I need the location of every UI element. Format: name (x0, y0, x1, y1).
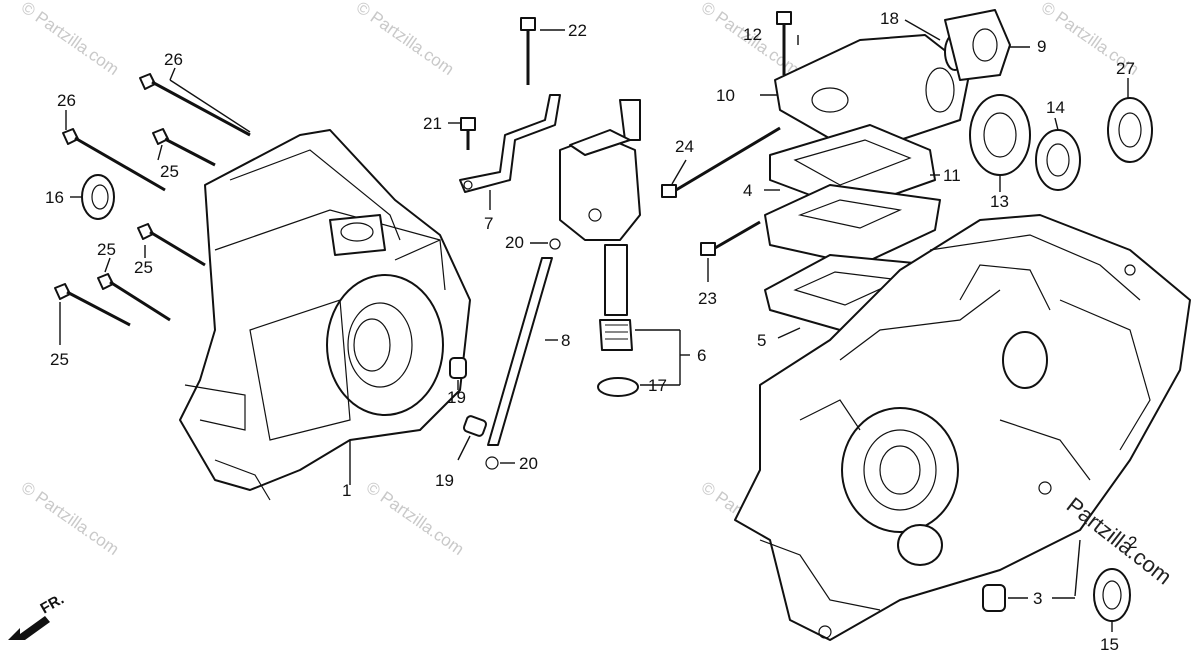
callouts: 1 2 3 4 5 6 7 8 9 10 11 12 13 14 15 16 1… (45, 9, 1137, 654)
leader-lines (59, 19, 1129, 632)
callout-8: 8 (561, 331, 570, 350)
callout-9: 9 (1037, 37, 1046, 56)
oil-seal-16 (81, 174, 115, 220)
seal-18-cap-9 (944, 9, 1011, 81)
bolts-12-23 (700, 11, 792, 256)
callout-2: 2 (1128, 533, 1137, 552)
callout-10: 10 (716, 86, 735, 105)
o-ring-17 (597, 377, 639, 397)
reed-block-4 (764, 184, 941, 266)
callout-13: 13 (990, 192, 1009, 211)
callout-4: 4 (743, 181, 752, 200)
callout-22: 22 (568, 21, 587, 40)
callout-26: 26 (57, 91, 76, 110)
right-crankcase (734, 214, 1191, 641)
callout-20: 20 (519, 454, 538, 473)
dowel-3 (982, 584, 1006, 612)
callout-14: 14 (1046, 98, 1065, 117)
callout-17: 17 (648, 376, 667, 395)
bearing-27 (1107, 97, 1153, 163)
front-direction-arrow: FR. (8, 591, 67, 640)
callout-27: 27 (1116, 59, 1135, 78)
callout-25: 25 (50, 350, 69, 369)
callout-7: 7 (484, 214, 493, 233)
callout-5: 5 (757, 331, 766, 350)
arrow-icon (8, 616, 50, 640)
gasket-11 (769, 124, 936, 211)
callout-12: 12 (743, 25, 762, 44)
callout-15: 15 (1100, 635, 1119, 654)
oil-seal-14 (1035, 129, 1081, 191)
bolts-center (460, 17, 781, 198)
front-label: FR. (38, 591, 67, 618)
oil-pump-6 (559, 99, 641, 351)
callout-19: 19 (447, 388, 466, 407)
callout-11: 11 (943, 166, 961, 185)
watermark: © Partzilla.com (18, 0, 123, 79)
left-crankcase (179, 129, 471, 501)
callout-21: 21 (423, 114, 442, 133)
oil-seal-15 (1093, 568, 1131, 622)
bolts-left (54, 73, 251, 327)
callout-26: 26 (164, 50, 183, 69)
intake-pipe-10 (774, 34, 971, 151)
callout-25: 25 (134, 258, 153, 277)
callout-3: 3 (1033, 589, 1042, 608)
clips-20 (485, 238, 561, 470)
bracket-7 (459, 94, 561, 193)
callout-6: 6 (697, 346, 706, 365)
callout-25: 25 (97, 240, 116, 259)
callout-1: 1 (342, 481, 351, 500)
watermark: © Partzilla.com (353, 0, 458, 79)
callout-19: 19 (435, 471, 454, 490)
callout-16: 16 (45, 188, 64, 207)
bearing-13 (969, 94, 1031, 176)
watermark: © Partzilla.com (18, 478, 123, 559)
shaft-8 (487, 257, 553, 446)
callout-24: 24 (675, 137, 694, 156)
callout-23: 23 (698, 289, 717, 308)
dowel-pins-19 (449, 357, 488, 437)
callout-25: 25 (160, 162, 179, 181)
callout-18: 18 (880, 9, 899, 28)
callout-20: 20 (505, 233, 524, 252)
